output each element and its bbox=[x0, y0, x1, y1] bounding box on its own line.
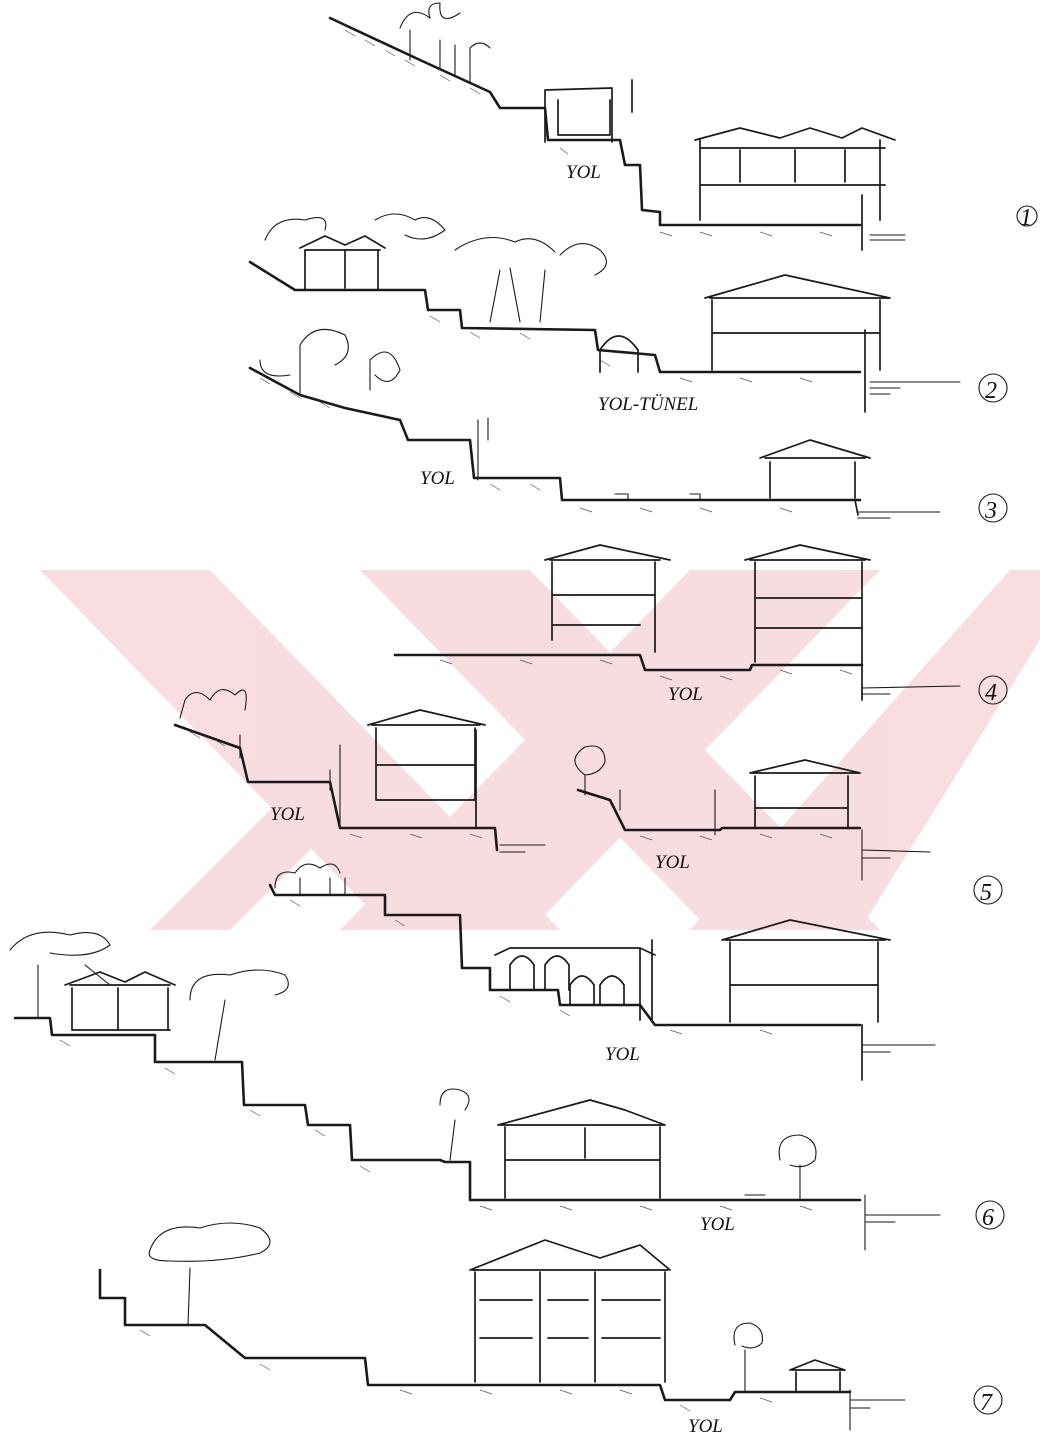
section-6: YOL YOL 6 bbox=[9, 863, 994, 1251]
watermark-logo bbox=[40, 570, 1040, 930]
section-3: YOL 3 bbox=[248, 328, 997, 524]
section-2-road-label: YOL-TÜNEL bbox=[598, 394, 698, 415]
section-7-number: 7 bbox=[980, 1390, 993, 1416]
section-6-road-label-upper: YOL bbox=[605, 1044, 640, 1065]
section-6-number: 6 bbox=[982, 1205, 994, 1231]
section-1-number: 1 bbox=[1020, 205, 1032, 231]
section-5-number: 5 bbox=[980, 880, 992, 906]
section-4: YOL 4 bbox=[393, 544, 997, 706]
section-7-road-label: YOL bbox=[688, 1416, 723, 1437]
section-5-road-label-right: YOL bbox=[655, 852, 690, 873]
section-2: YOL-TÜNEL 2 bbox=[248, 213, 997, 415]
section-4-number: 4 bbox=[985, 680, 997, 706]
section-3-road-label: YOL bbox=[420, 468, 455, 489]
section-7: YOL 7 bbox=[98, 1222, 993, 1437]
section-1-road-label: YOL bbox=[566, 162, 601, 183]
section-5: YOL YOL 5 bbox=[173, 689, 992, 906]
section-5-road-label-left: YOL bbox=[270, 804, 305, 825]
section-1: YOL 1 bbox=[328, 2, 1032, 251]
section-6-road-label-lower: YOL bbox=[700, 1214, 735, 1235]
section-number-circles bbox=[973, 205, 1038, 1415]
section-2-number: 2 bbox=[985, 378, 997, 404]
section-3-number: 3 bbox=[984, 498, 997, 524]
section-4-road-label: YOL bbox=[668, 684, 703, 705]
